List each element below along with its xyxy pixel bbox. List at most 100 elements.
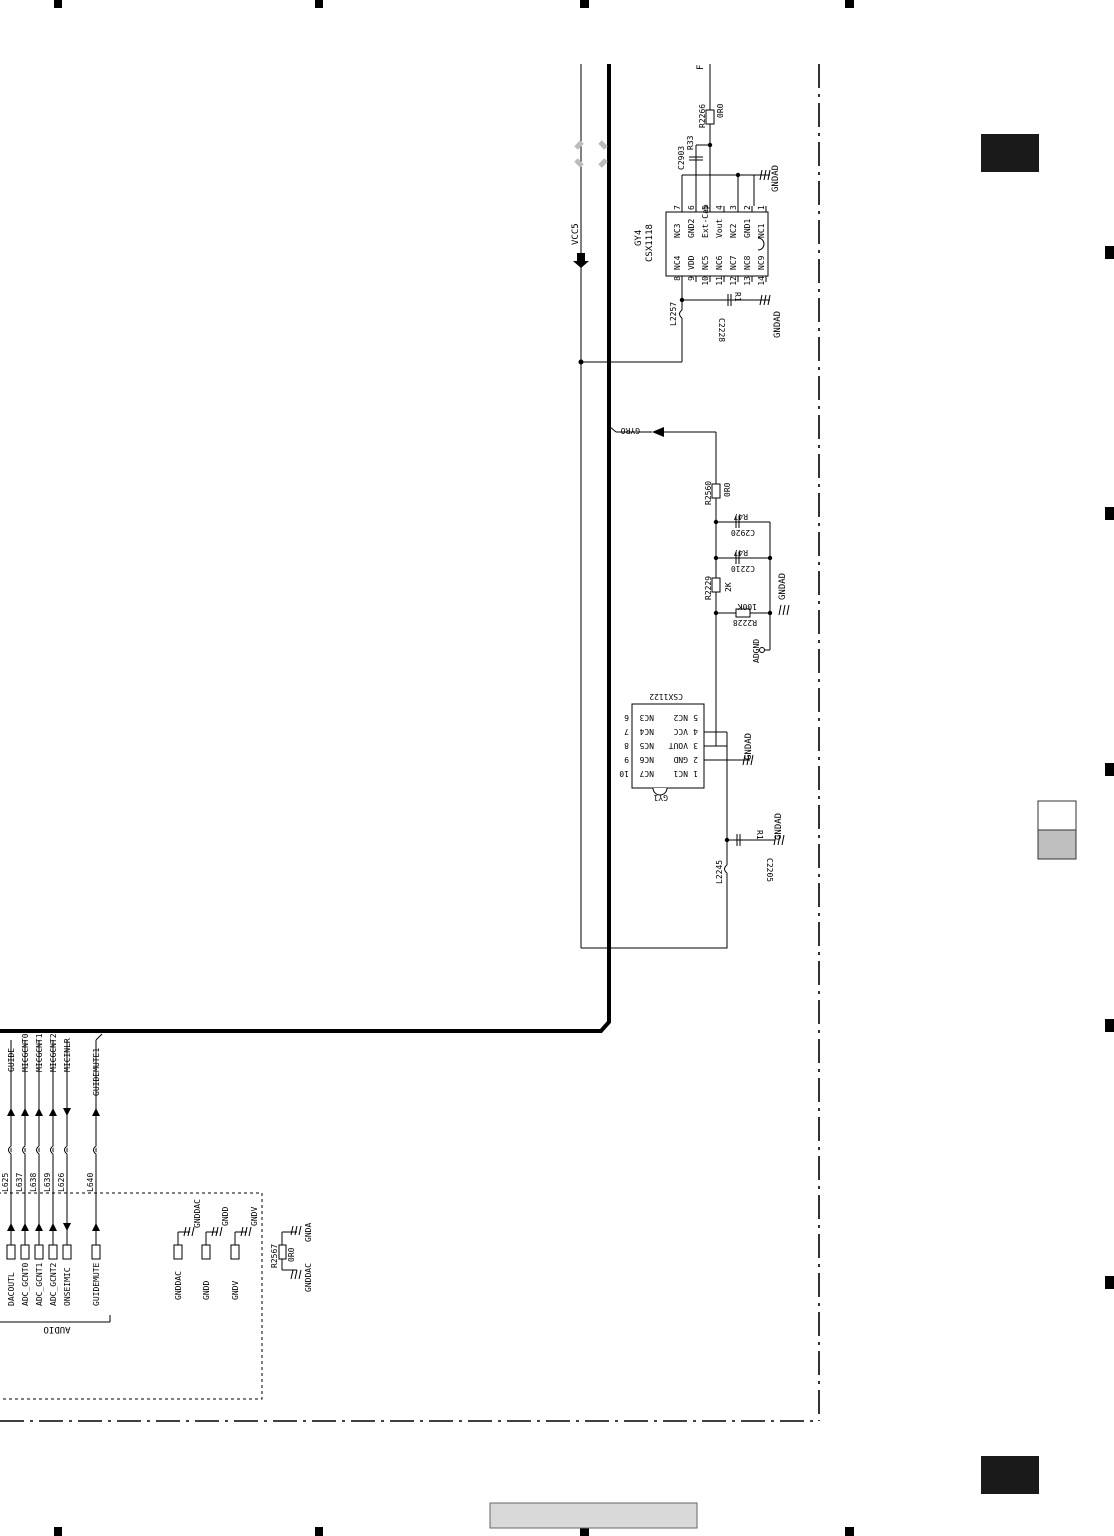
gy1-ref: GY1 [653,793,668,802]
audio-pin-label: GUIDEMUTE [92,1262,101,1306]
audio-pin-label: ADC_GCNT1 [35,1262,44,1306]
audio-pin-label: ADC_GCNT0 [21,1262,30,1306]
gy4-pin-num: 6 [687,205,696,210]
signal-arrow [35,1223,43,1231]
gnda-label: GNDA [304,1223,313,1242]
r2567-val: 0R0 [287,1247,296,1262]
gy1-pin-num: 6 [624,713,629,722]
ground-symbol [759,169,771,306]
gnd-pin-label: GNDV [231,1281,240,1300]
gy1-pin-num: 5 [693,713,698,722]
connector-pin [34,1244,44,1260]
gyro-wiring [664,431,790,746]
connector-pin [6,1244,16,1260]
coil-label: L638 [29,1173,38,1192]
gnd-net-label: GNDD [221,1207,230,1226]
signal-arrow [92,1108,100,1116]
gy4-pin-num: 8 [673,276,682,281]
audio-pin-label: DACOUTL [7,1272,16,1306]
gy4-pin-vdd: VDD [687,255,696,270]
bus-signals: GUIDEL625DACOUTLMICGCNT0L637ADC_GCNT0MIC… [1,1033,103,1306]
gyro-junctions [713,519,773,616]
gy1-pin-vcc: VCC [673,727,688,736]
gy1-pin-nc1: NC1 [673,769,688,778]
gndad-label-2: GNDAD [773,311,783,338]
gy1-pin-nc5: NC5 [639,741,654,750]
gy4-ref: GY4 [634,230,644,246]
net-f-label: F [696,65,706,70]
gy4-pin-num: 5 [701,205,710,210]
c2903-val: R33 [686,135,695,150]
audio-block-border [0,1192,263,1400]
bus-signal-label: MICINLR [63,1038,72,1072]
l2245-ref: L2245 [715,860,724,884]
bus-signal-label: GUIDE [7,1048,16,1072]
gy4-pin-num: 4 [715,205,724,210]
gy4-pin-num: 7 [673,205,682,210]
connector-pin [48,1244,58,1260]
gnd-pin-label: GNDD [202,1281,211,1300]
gnd-net-label: GNDV [250,1207,259,1226]
gy1-pin-nc7: NC7 [639,769,654,778]
gy4-pin-vout: Vout [715,219,724,238]
signal-arrow [49,1108,57,1116]
crosshair-mark [574,140,608,168]
gy1-pin-num: 3 [693,741,698,750]
c2210-ref: C2210 [731,564,755,573]
signal-bus [0,64,611,1033]
gy1-pin-num: 4 [693,727,698,736]
gnd-pin-label: GNDDAC [174,1271,183,1300]
signal-arrow [7,1223,15,1231]
signal-arrow [63,1108,71,1116]
c2920-val: R47 [733,512,748,521]
audio-block-title: AUDIO [43,1324,70,1334]
gy4-pin-num: 13 [743,276,752,286]
gy4-pin-num: 9 [687,276,696,281]
gy4-pin-nc7: NC7 [729,255,738,270]
gy4-pin-nc1: NC1 [757,223,766,238]
r2567-resistor [278,1225,302,1280]
side-tab-middle [1037,800,1077,860]
gndad-label-1: GNDAD [771,165,781,192]
signal-arrow [63,1223,71,1231]
gy1-wiring [704,731,785,877]
vcc5-bottom-return [581,877,728,949]
coil-label: L639 [43,1173,52,1192]
gy4-part: CSX1118 [645,224,655,262]
gy1-pin-nc2: NC2 [673,713,688,722]
gy4-pin-num: 12 [729,276,738,286]
gy1-pin-nc3: NC3 [639,713,654,722]
connector-pin [91,1244,101,1260]
c2920-ref: C2920 [731,528,755,537]
signal-arrow [35,1108,43,1116]
gy1-pin-num: 7 [624,727,629,736]
gy4-pin-nc2: NC2 [729,223,738,238]
signal-arrow [21,1223,29,1231]
gy4-wiring [581,64,770,363]
gy4-pin-ext-cap: Ext-Cap [701,204,710,238]
gy4-pin-num: 2 [743,205,752,210]
side-tab-top [981,134,1039,172]
c2228-val: R1 [733,292,742,302]
r2229-ref: R2229 [704,576,713,600]
connector-pin [20,1244,30,1260]
coil-label: L640 [86,1173,95,1192]
gy4-pin-nc8: NC8 [743,255,752,270]
c2205-ref: C2205 [765,858,774,882]
gnddac-label-r: GNDDAC [304,1263,313,1292]
gy1-pin-num: 9 [624,755,629,764]
r2266-ref: R2266 [698,104,707,128]
gy4-pin-nc3: NC3 [673,223,682,238]
gndad-label-4: GNDAD [744,733,754,760]
gy4-pin-gnd1: GND1 [743,219,752,238]
signal-arrow [92,1223,100,1231]
c2205-val: R1 [755,830,764,840]
gndad-label-5: GNDAD [774,813,784,840]
coil-label: L626 [57,1173,66,1192]
l2257-ref: L2257 [669,302,678,326]
gy4-pin-num: 11 [715,276,724,286]
bus-signal-label: MICGCNT1 [35,1033,44,1072]
